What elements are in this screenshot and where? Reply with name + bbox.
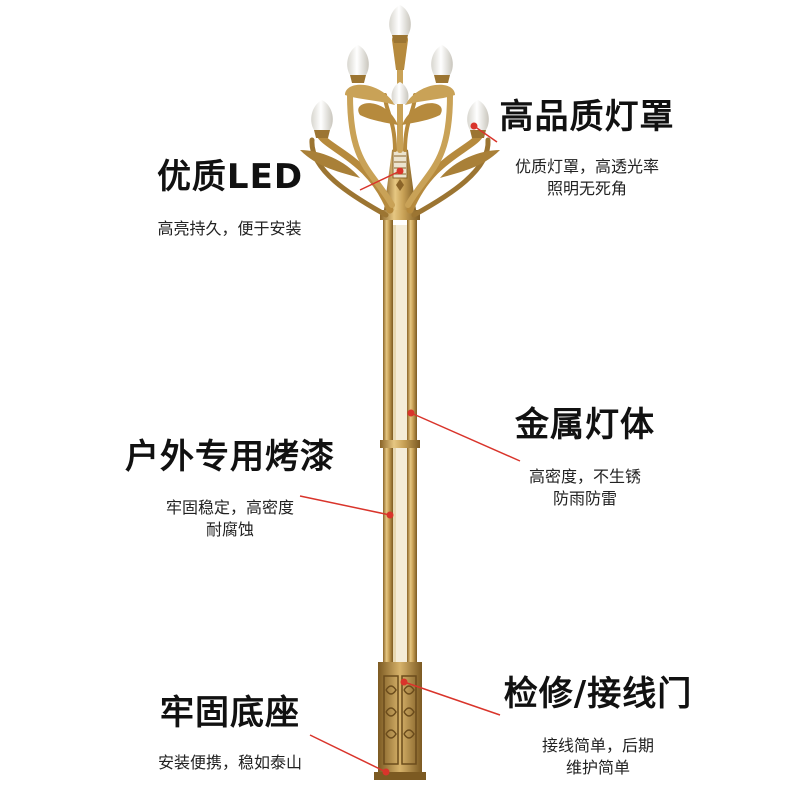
leader-led (359, 167, 404, 191)
callout-paint-line-2: 耐腐蚀 (205, 520, 254, 539)
callout-base-title: 牢固底座 (160, 693, 300, 733)
callout-body: 金属灯体 (505, 408, 665, 442)
leader-paint (299, 495, 394, 519)
pole-neck (384, 149, 416, 210)
leaf-ornaments (300, 32, 500, 178)
callout-shade: 高品质灯罩 (492, 100, 682, 134)
pole-base (374, 662, 426, 780)
callout-paint: 户外专用烤漆 (110, 440, 350, 474)
callout-base-desc: 安装便携，稳如泰山 (125, 752, 335, 774)
callout-shade-line-2: 照明无死角 (546, 179, 627, 198)
callout-base: 牢固底座 (150, 696, 310, 730)
pole (380, 210, 420, 670)
callout-door-desc: 接线简单，后期 维护简单 (498, 735, 698, 779)
leader-shade (470, 122, 498, 143)
callout-base-line-1: 安装便携，稳如泰山 (157, 753, 302, 772)
callout-led-desc: 高亮持久，便于安装 (122, 218, 337, 240)
callout-door: 检修/接线门 (488, 677, 708, 711)
leader-body (407, 409, 521, 462)
callout-shade-desc: 优质灯罩，高透光率 照明无死角 (482, 156, 692, 200)
callout-body-line-2: 防雨防雷 (552, 489, 617, 508)
callout-door-line-2: 维护简单 (565, 758, 630, 777)
lamp-arms (309, 57, 491, 218)
callout-paint-desc: 牢固稳定，高密度 耐腐蚀 (130, 497, 330, 541)
leader-base (309, 734, 390, 776)
callout-leaders (299, 122, 521, 776)
callout-led: 优质LED (140, 160, 320, 194)
callout-door-line-1: 接线简单，后期 (541, 736, 654, 755)
leader-door (400, 678, 501, 716)
callout-shade-line-1: 优质灯罩，高透光率 (514, 157, 659, 176)
callout-paint-line-1: 牢固稳定，高密度 (165, 498, 294, 517)
callout-body-line-1: 高密度，不生锈 (528, 467, 641, 486)
callout-body-title: 金属灯体 (515, 405, 655, 445)
callout-led-line-1: 高亮持久，便于安装 (157, 219, 302, 238)
callout-paint-title: 户外专用烤漆 (125, 437, 335, 477)
callout-body-desc: 高密度，不生锈 防雨防雷 (500, 466, 670, 510)
callout-shade-title: 高品质灯罩 (499, 97, 675, 137)
led-bulbs (311, 5, 489, 138)
callout-led-title: 优质LED (156, 157, 304, 197)
callout-door-title: 检修/接线门 (503, 674, 693, 714)
